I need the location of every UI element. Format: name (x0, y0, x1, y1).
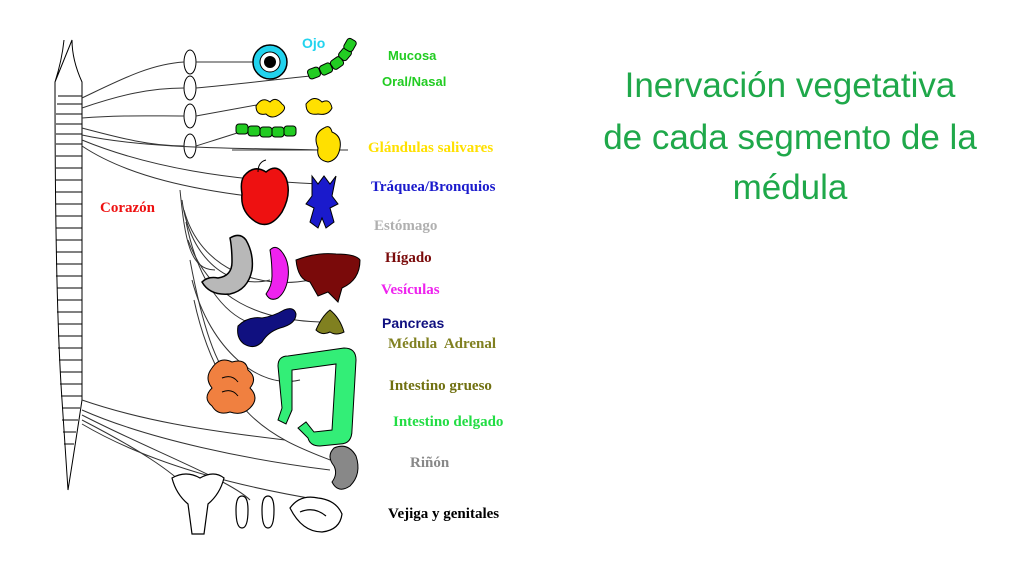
liver-icon (295, 253, 361, 303)
small-intestine-icon (206, 359, 256, 414)
label-ojo: Ojo (302, 35, 325, 51)
trachea-icon (305, 174, 339, 229)
label-corazon: Corazón (100, 200, 156, 216)
label-pancreas: Pancreas (382, 315, 444, 331)
label-intestino-grueso: Intestino grueso (389, 378, 492, 394)
spinal-cord (54, 39, 83, 491)
kidney-icon (329, 445, 359, 490)
label-rinon: Riñón (410, 455, 450, 471)
label-glandulas: Glándulas salivares (368, 140, 493, 156)
label-vejiga: Vejiga y genitales (388, 506, 499, 522)
label-traquea: Tráquea/Bronquios (371, 179, 496, 195)
stomach-icon (201, 234, 254, 295)
eye-icon (252, 44, 288, 80)
oral-mucosa-icon (235, 123, 297, 138)
gallbladder-icon (265, 246, 289, 300)
salivary-glands-icon (255, 98, 341, 163)
heart-icon (240, 159, 289, 226)
label-intestino-delgado: Intestino delgado (393, 414, 503, 430)
reproductive-organs-icon (171, 473, 343, 535)
pancreas-icon (237, 308, 297, 348)
title-line-3: médula (732, 168, 848, 207)
label-mucosa: Mucosa (388, 48, 437, 63)
adrenal-icon (315, 309, 345, 335)
title-line-2: de cada segmento de la (603, 118, 977, 157)
label-oral-nasal: Oral/Nasal (382, 74, 446, 89)
organ-labels: Ojo Mucosa Oral/Nasal Glándulas salivare… (100, 35, 503, 522)
label-vesiculas: Vesículas (381, 282, 440, 298)
nasal-mucosa-icon (306, 37, 357, 80)
cranial-ganglia (183, 49, 197, 159)
label-higado: Hígado (385, 250, 432, 266)
title-line-1: Inervación vegetativa (624, 66, 956, 105)
label-medula-adrenal: Médula Adrenal (388, 336, 496, 352)
label-estomago: Estómago (374, 218, 437, 234)
large-intestine-icon (277, 347, 357, 447)
